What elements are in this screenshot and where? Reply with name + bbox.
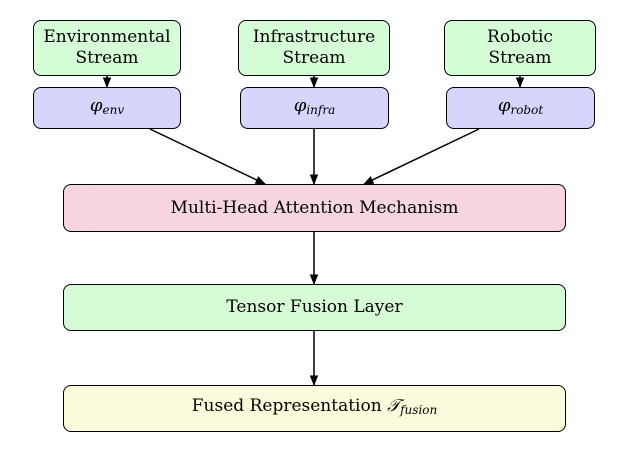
environmental-stream-line1: Environmental bbox=[43, 27, 171, 47]
fused-representation-label: Fused Representation 𝒯fusion bbox=[191, 396, 438, 417]
phi-robot-node: φrobot bbox=[446, 87, 595, 129]
edge-env-encoder-to-attention bbox=[149, 128, 266, 185]
fused-representation-node: Fused Representation 𝒯fusion bbox=[63, 385, 566, 432]
phi-robot-label: φrobot bbox=[497, 95, 544, 117]
tensor-fusion-node: Tensor Fusion Layer bbox=[63, 284, 566, 331]
environmental-stream-line2: Stream bbox=[75, 48, 139, 68]
edge-robot-encoder-to-attention bbox=[363, 128, 480, 185]
robotic-stream-line2: Stream bbox=[488, 48, 552, 68]
phi-infra-node: φinfra bbox=[240, 87, 389, 129]
phi-env-node: φenv bbox=[33, 87, 181, 129]
multi-head-attention-label: Multi-Head Attention Mechanism bbox=[170, 197, 459, 218]
phi-infra-label: φinfra bbox=[293, 95, 336, 117]
multi-head-attention-node: Multi-Head Attention Mechanism bbox=[63, 184, 566, 232]
infrastructure-stream-line1: Infrastructure bbox=[252, 27, 376, 47]
robotic-stream-node: Robotic Stream bbox=[444, 20, 596, 76]
infrastructure-stream-line2: Stream bbox=[282, 48, 346, 68]
infrastructure-stream-node: Infrastructure Stream bbox=[238, 20, 390, 76]
phi-env-label: φenv bbox=[89, 95, 125, 117]
robotic-stream-line1: Robotic bbox=[487, 27, 553, 47]
environmental-stream-node: Environmental Stream bbox=[33, 20, 181, 76]
tensor-fusion-label: Tensor Fusion Layer bbox=[226, 297, 403, 317]
